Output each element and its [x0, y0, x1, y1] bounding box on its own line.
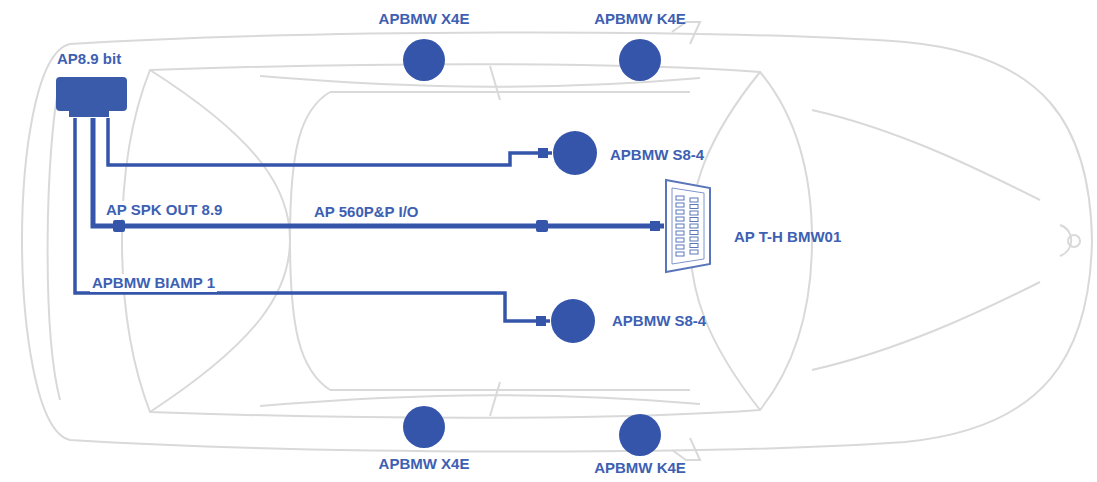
part-label: APBMW K4E	[594, 459, 686, 477]
speaker-circle: APBMW X4E	[402, 405, 446, 449]
part-label: APBMW S8-4	[612, 312, 706, 330]
part-label: APBMW K4E	[594, 10, 686, 28]
cable-label: AP SPK OUT 8.9	[104, 201, 224, 219]
node-shape	[618, 413, 662, 457]
part-label: APBMW X4E	[379, 10, 470, 28]
speaker-circle: APBMW K4E	[618, 38, 662, 82]
cable-label: AP 560P&P I/O	[312, 203, 421, 221]
part-label: AP8.9 bit	[57, 50, 121, 68]
cable-plug	[650, 221, 660, 231]
cable-plug	[538, 148, 548, 158]
speaker-circle: APBMW K4E	[618, 413, 662, 457]
cable	[93, 118, 664, 226]
node-shape	[55, 76, 128, 118]
part-label: APBMW S8-4	[610, 146, 704, 164]
node-shape	[664, 178, 714, 274]
cable	[75, 118, 550, 321]
speaker-circle: APBMW X4E	[402, 38, 446, 82]
speaker-circle: APBMW S8-4	[552, 130, 598, 176]
node-shape	[618, 38, 662, 82]
node-shape	[402, 405, 446, 449]
amplifier-box: AP8.9 bit	[55, 76, 128, 118]
cable-plug	[113, 220, 125, 232]
node-shape	[550, 298, 596, 344]
cable-plug	[536, 220, 548, 232]
part-label: APBMW X4E	[379, 455, 470, 473]
part-label: AP T-H BMW01	[734, 228, 841, 246]
connector-plug: AP T-H BMW01	[664, 178, 714, 274]
cable-plug	[536, 316, 546, 326]
cable	[108, 118, 552, 165]
node-shape	[402, 38, 446, 82]
speaker-circle: APBMW S8-4	[550, 298, 596, 344]
cable-label: APBMW BIAMP 1	[90, 274, 217, 292]
node-shape	[552, 130, 598, 176]
